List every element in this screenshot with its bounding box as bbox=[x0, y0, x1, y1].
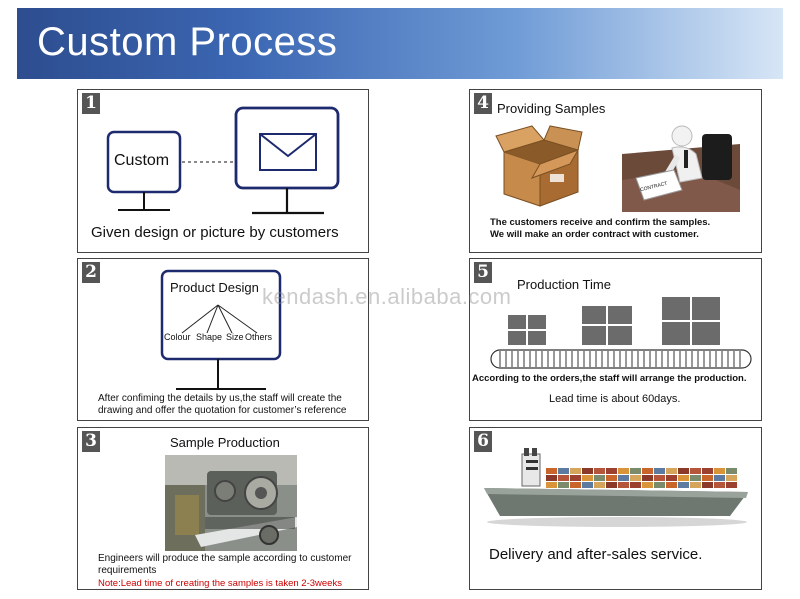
step-number-badge: 3 bbox=[82, 431, 100, 452]
branch-others: Others bbox=[245, 332, 273, 342]
step-3-panel: 3 Sample Production Engineers will produ… bbox=[77, 427, 369, 590]
step-4-panel: 4 Providing Samples CONTRACT The custome… bbox=[469, 89, 762, 253]
step-2-panel: 2 Product Design Colour Shape Size Other… bbox=[77, 258, 369, 421]
step-number-badge: 6 bbox=[474, 431, 492, 452]
step-number-badge: 4 bbox=[474, 93, 492, 114]
connector-line bbox=[182, 161, 238, 163]
step-6-panel: 6 Delivery and after-sales service. bbox=[469, 427, 762, 590]
businessman-signing-icon bbox=[622, 125, 740, 212]
step-number-badge: 2 bbox=[82, 262, 100, 283]
step-6-caption: Delivery and after-sales service. bbox=[489, 546, 703, 563]
step-2-caption: After confiming the details by us,the st… bbox=[98, 393, 347, 416]
sample-production-title: Sample Production bbox=[170, 435, 280, 450]
monitor-icon bbox=[106, 130, 182, 211]
open-box-icon bbox=[495, 125, 583, 207]
machine-photo bbox=[165, 455, 297, 551]
step-4-caption-line-1: The customers receive and confirm the sa… bbox=[490, 217, 711, 228]
monitor-with-mail-icon bbox=[234, 106, 340, 215]
conveyor-belt-illustration bbox=[490, 297, 752, 369]
product-design-title: Product Design bbox=[170, 280, 259, 295]
providing-samples-title: Providing Samples bbox=[497, 101, 606, 116]
watermark: kendash.en.alibaba.com bbox=[262, 284, 512, 309]
design-monitor-icon bbox=[160, 269, 282, 390]
header-banner: Custom Process bbox=[17, 8, 783, 79]
page-title: Custom Process bbox=[37, 20, 338, 64]
branch-colour: Colour bbox=[164, 332, 191, 342]
step-3-caption: Engineers will produce the sample accord… bbox=[98, 553, 352, 576]
step-5-caption: According to the orders,the staff will a… bbox=[472, 373, 747, 384]
lead-time-text: Lead time is about 60days. bbox=[549, 393, 681, 405]
production-time-title: Production Time bbox=[517, 277, 611, 292]
step-5-panel: 5 Production Time According to the order… bbox=[469, 258, 762, 421]
branch-shape: Shape bbox=[196, 332, 223, 342]
step-3-note: Note:Lead time of creating the samples i… bbox=[98, 578, 342, 589]
branch-size: Size bbox=[226, 332, 244, 342]
step-1-caption: Given design or picture by customers bbox=[91, 224, 339, 241]
step-number-badge: 1 bbox=[82, 93, 100, 114]
custom-label: Custom bbox=[114, 152, 170, 169]
cargo-ship-icon bbox=[484, 448, 748, 527]
step-4-caption-line-2: We will make an order contract with cust… bbox=[490, 229, 699, 240]
step-number-badge: 5 bbox=[474, 262, 492, 283]
step-1-panel: 1 Custom Given design or picture by cust… bbox=[77, 89, 369, 253]
